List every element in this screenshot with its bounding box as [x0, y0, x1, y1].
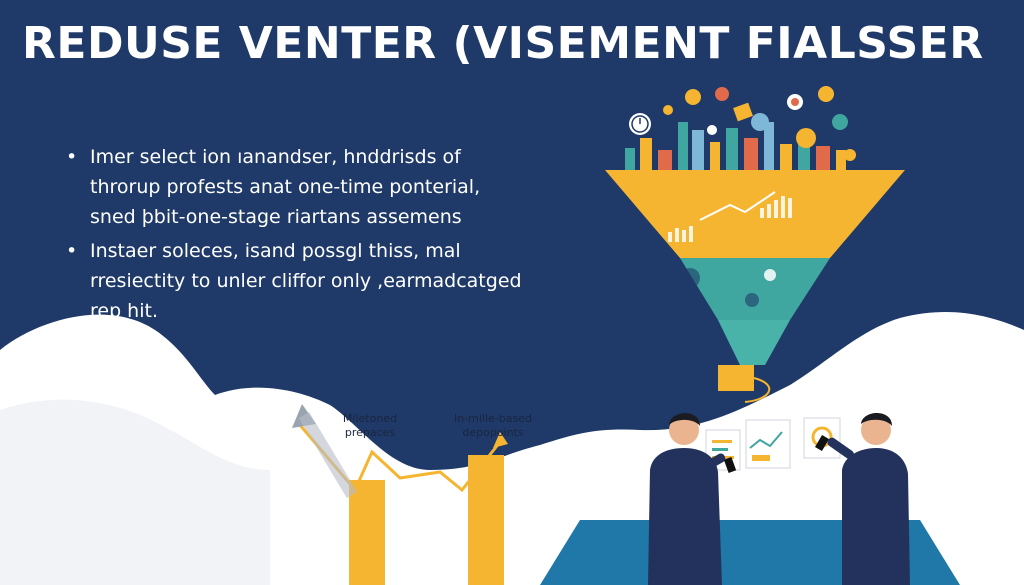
- phone-icon-right: [815, 434, 829, 452]
- cloud-background: [0, 311, 1024, 585]
- chart-label-left: Miletoned prepaces: [342, 412, 398, 439]
- arrow-head-icon: [493, 432, 508, 448]
- funnel-middle-section: [680, 258, 830, 320]
- coin-icon-2: [818, 86, 834, 102]
- chart-bar-left: [349, 480, 385, 585]
- city-skyline: [625, 122, 846, 170]
- page-title: REDUSE VENTER (VISEMENT FIALSSER: [22, 18, 984, 69]
- phone-icon: [723, 457, 737, 473]
- coin-icon: [685, 89, 701, 105]
- funnel-spout: [718, 365, 754, 391]
- funnel: [605, 86, 905, 403]
- businessman-right: [815, 413, 910, 585]
- sun-icon: [796, 128, 816, 148]
- businessman-left: [648, 413, 737, 585]
- bullet-list: Imer select ion ıanandser, hnddrisds of …: [66, 142, 526, 330]
- bullet-item: Imer select ion ıanandser, hnddrisds of …: [66, 142, 526, 232]
- gear-icon: [715, 87, 729, 101]
- funnel-top-section: [605, 170, 905, 258]
- chart-label-right: In-mille-based depopoints: [453, 412, 532, 439]
- floating-icons: [629, 86, 856, 161]
- bullet-item: Instaer soleces, isand possgl thiss, mal…: [66, 236, 526, 326]
- growth-chart: [292, 404, 508, 585]
- light-icon: [844, 149, 856, 161]
- chart-badge-icon: [832, 114, 848, 130]
- floating-charts: [705, 417, 841, 471]
- funnel-bottom-section: [718, 320, 790, 365]
- globe-icon: [751, 113, 769, 131]
- document-icon: [733, 102, 753, 122]
